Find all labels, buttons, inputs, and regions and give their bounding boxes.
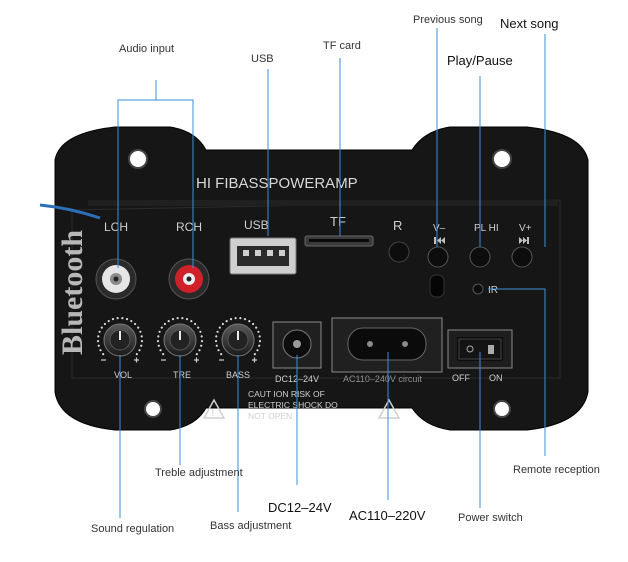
tf-card-callout: TF card: [323, 40, 361, 52]
warning-icon: !: [202, 398, 226, 419]
vol-label: VOL: [114, 370, 132, 380]
prev-icon: [434, 237, 445, 244]
mount-hole: [492, 149, 512, 169]
next-button[interactable]: [511, 246, 533, 268]
sound-regulation-callout: Sound regulation: [91, 523, 175, 535]
mount-hole: [493, 400, 511, 418]
tf-label: TF: [330, 214, 346, 229]
rch-label: RCH: [176, 220, 202, 234]
bass-callout: Bass adjustment: [210, 520, 292, 532]
tre-label: TRE: [173, 370, 191, 380]
usb-callout: USB: [251, 53, 274, 65]
remote-reception-callout: Remote reception: [513, 464, 600, 476]
ac-label: AC110–240V circuit: [343, 374, 422, 384]
vol-knob[interactable]: [96, 317, 144, 363]
lch-label: LCH: [104, 220, 128, 234]
next-song-callout: Next song: [500, 16, 559, 31]
dc-callout: DC12–24V: [268, 500, 332, 515]
play-pause-callout: Play/Pause: [447, 53, 513, 68]
panel-title: HI FIBASSPOWERAMP: [196, 175, 358, 192]
treble-callout: Treble adjustment: [155, 467, 243, 479]
ir-label: IR: [488, 285, 498, 296]
tre-knob[interactable]: [156, 317, 204, 363]
rch-jack: [168, 258, 210, 300]
next-label: V+: [519, 223, 532, 234]
switch-on-label: ON: [489, 373, 503, 383]
audio-input-callout: Audio input: [119, 43, 175, 55]
prev-label: V–: [433, 223, 446, 234]
usb-port: [229, 237, 297, 275]
caution-line-3: NOT OPEN: [248, 411, 292, 421]
bass-knob[interactable]: [214, 317, 262, 363]
previous-song-callout: Previous song: [413, 14, 483, 26]
r-sensor: [388, 241, 410, 263]
power-switch[interactable]: [447, 329, 513, 369]
r-label: R: [393, 218, 402, 233]
mount-hole: [144, 400, 162, 418]
next-icon: [519, 237, 529, 244]
lch-jack: [95, 258, 137, 300]
power-switch-callout: Power switch: [458, 512, 523, 524]
switch-off-label: OFF: [452, 373, 470, 383]
brand-label: Bluetooth: [56, 230, 89, 355]
mount-hole: [128, 149, 148, 169]
caution-line-1: CAUT ION RISK OF: [248, 389, 325, 399]
ac-socket: [331, 317, 443, 373]
prev-button[interactable]: [427, 246, 449, 268]
usb-label: USB: [244, 218, 269, 232]
ir-window: [429, 274, 445, 298]
leader-lines: [117, 28, 546, 518]
ir-led: [472, 283, 484, 295]
ac-callout: AC110–220V: [349, 508, 426, 523]
play-button[interactable]: [469, 246, 491, 268]
svg-text:!: !: [212, 408, 215, 419]
caution-line-2: ELECTRIC SHOCK DO: [248, 400, 338, 410]
play-label: PL HI: [474, 223, 499, 234]
